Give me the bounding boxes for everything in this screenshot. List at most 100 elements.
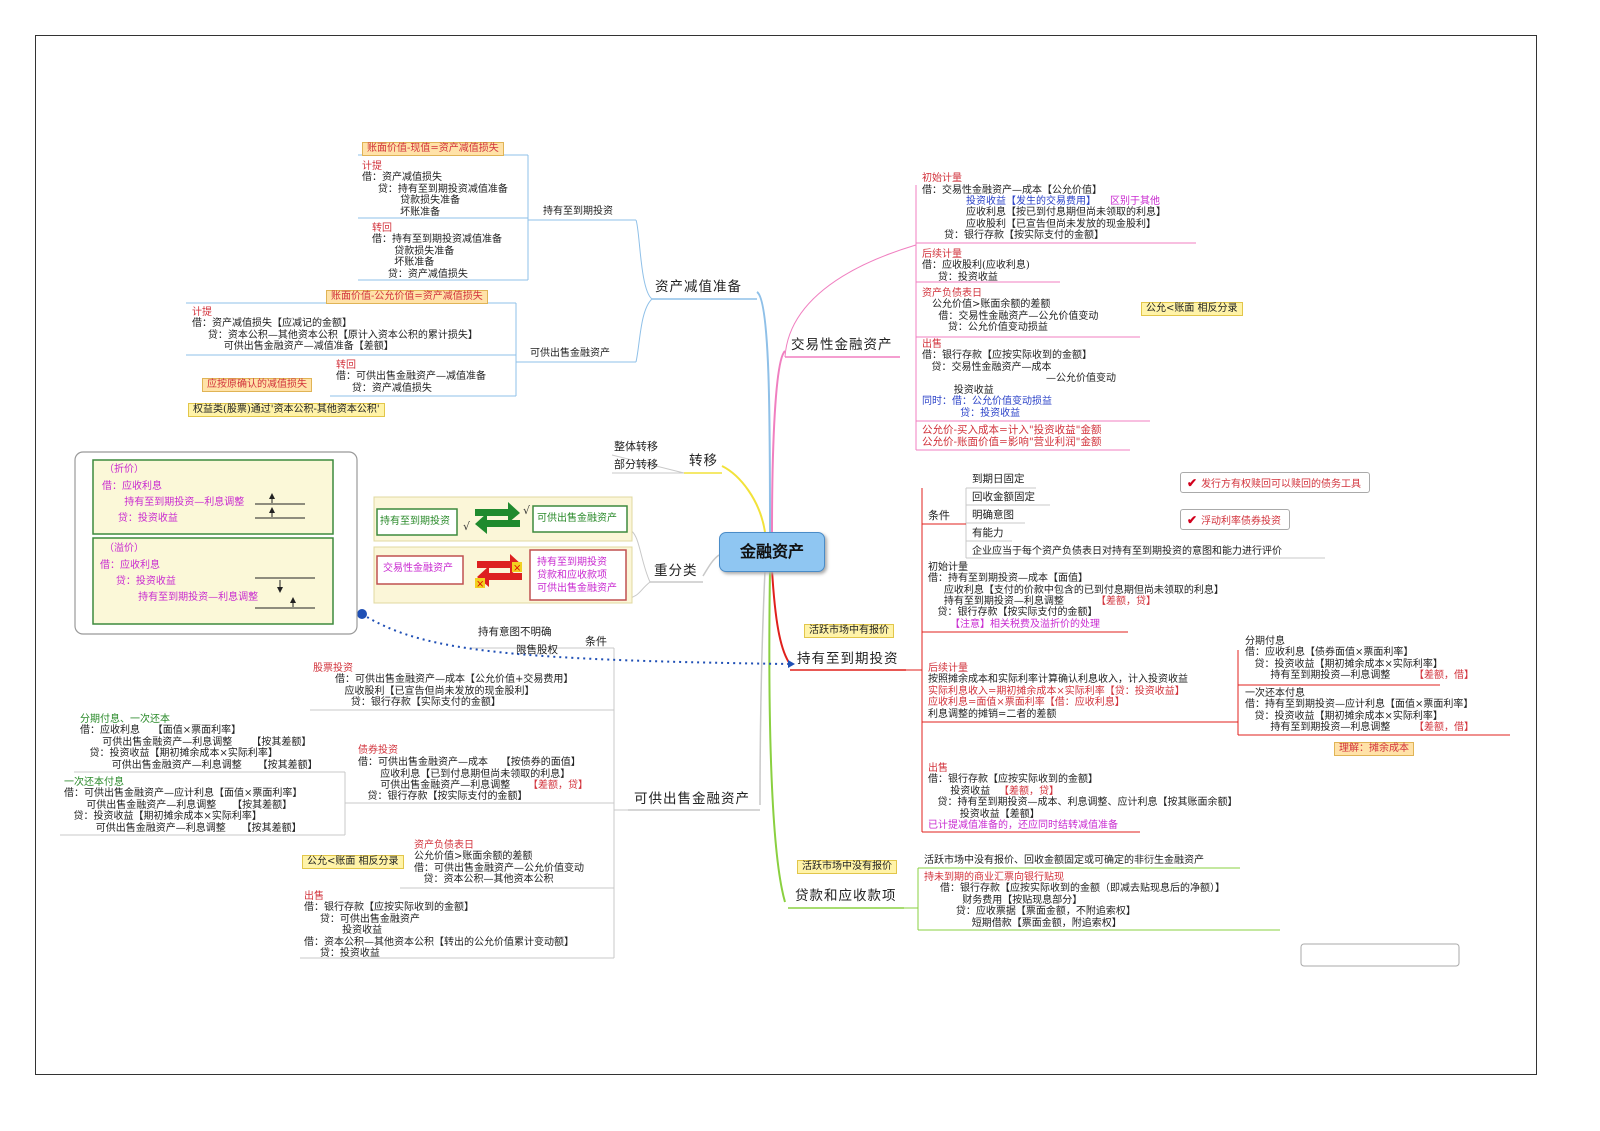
trading-initial-cr: 贷：银行存款【按实际支付的金额】 <box>944 230 1104 241</box>
transfer-partial: 部分转移 <box>614 458 658 471</box>
svg-text:√: √ <box>463 520 471 533</box>
branch-trading-assets: 交易性金融资产 <box>791 337 893 353</box>
branch-impairment: 资产减值准备 <box>655 279 742 295</box>
page-frame <box>35 35 1537 1075</box>
trading-sell-entry: 借：银行存款【应按实际收到的金额】 贷：交易性金融资产—成本 —公允价值变动 投… <box>922 350 1116 396</box>
htm-sell-diff: 【差额，贷】 <box>999 786 1059 797</box>
loans-desc: 活跃市场中没有报价、回收金额固定或可确定的非衍生金融资产 <box>924 855 1204 866</box>
htm-lump-title: 一次还本付息 <box>1245 688 1305 699</box>
htm-cond-4: 有能力 <box>972 527 1004 539</box>
afs-bond-diff: 【差额，贷】 <box>528 780 588 791</box>
afs-equity-note: 权益类(股票)通过'资本公积-其他资本公积' <box>188 403 385 417</box>
htm-lump-entry: 借：持有至到期投资—应计利息【面值×票面利率】 贷：投资收益【期初摊余成本×实际… <box>1245 699 1474 733</box>
afs-reverse-entry: 借：可供出售金融资产—减值准备 贷：资产减值损失 <box>336 371 486 394</box>
afs-bs-entry: 公允价值>账面余额的差额 借：可供出售金融资产—公允价值变动 贷：资本公积—其他… <box>414 851 584 885</box>
trading-formula-2: 公允价-账面价值=影响"营业利润"金额 <box>922 436 1102 448</box>
htm-cond-3: 明确意图 <box>972 509 1014 521</box>
loans-bill-entry: 借：银行存款【应按实际收到的金额（即减去贴现息后的净额）】 财务费用【按贴现息部… <box>940 883 1225 929</box>
htm-periodic-diff: 【差额，借】 <box>1414 670 1474 681</box>
afs-stock-title: 股票投资 <box>313 663 353 674</box>
htm-after-3: 应收利息=面值×票面利率【借：应收利息】 <box>928 697 1125 708</box>
htm-after-1: 按照摊余成本和实际利率计算确认利息收入，计入投资收益 <box>928 674 1188 685</box>
trading-bs-title: 资产负债表日 <box>922 288 982 299</box>
loans-bill-title: 持未到期的商业汇票向银行贴现 <box>924 872 1064 883</box>
branch-loans-receivables: 贷款和应收款项 <box>795 888 897 904</box>
htm-impairment-formula: 账面价值-现值=资产减值损失 <box>362 142 504 156</box>
htm-impairment-label: 持有至到期投资 <box>543 206 613 217</box>
htm-after-title: 后续计量 <box>928 663 968 674</box>
htm-cond-5: 企业应当于每个资产负债表日对持有至到期投资的意图和能力进行评价 <box>972 546 1282 557</box>
htm-after-4: 利息调整的摊销=二者的差额 <box>928 709 1057 720</box>
afs-periodic-title: 分期付息、一次还本 <box>80 714 170 725</box>
trading-after-title: 后续计量 <box>922 249 962 260</box>
branch-reclassification: 重分类 <box>654 563 698 579</box>
trading-initial-fee-note: 区别于其他 <box>1110 196 1160 207</box>
afs-accrue-title: 计提 <box>192 307 212 318</box>
htm-sell-note: 已计提减值准备的，还应同时结转减值准备 <box>928 820 1118 831</box>
trading-sell-title: 出售 <box>922 339 942 350</box>
htm-cond-note-floating: ✔浮动利率债券投资 <box>1180 509 1291 530</box>
afs-cond-2: 限售股权 <box>516 644 558 656</box>
htm-accrue-entry: 借：资产减值损失 贷：持有至到期投资减值准备 贷款损失准备 坏账准备 <box>362 172 508 218</box>
discount-title: （折价） <box>104 464 144 475</box>
htm-sell-entry-2: 贷：持有至到期投资—成本、利息调整、应计利息【按其账面余额】 投资收益【差额】 <box>937 797 1238 820</box>
reclass-trading: 交易性金融资产 <box>383 563 453 574</box>
afs-accrue-entry: 借：资产减值损失【应减记的金额】 贷：资本公积—其他资本公积【原计入资本公积的累… <box>192 318 478 352</box>
discount-entry: 借：应收利息 持有至到期投资—利息调整 贷：投资收益 <box>102 481 245 524</box>
afs-lump-title: 一次还本付息 <box>64 777 124 788</box>
htm-initial-note: 【注意】相关税费及溢折价的处理 <box>950 619 1100 630</box>
htm-sell-entry-1: 借：银行存款【应按实际收到的金额】 投资收益 <box>928 774 1098 797</box>
check-icon: ✔ <box>1187 513 1198 527</box>
premium-title: （溢价） <box>104 543 144 554</box>
htm-periodic-title: 分期付息 <box>1245 636 1285 647</box>
check-icon: ✔ <box>1187 476 1198 490</box>
reclass-afs: 可供出售金融资产 <box>537 513 617 524</box>
afs-bond-title: 债券投资 <box>358 745 398 756</box>
trading-sell-same: 同时：借：公允价值变动损益 贷：投资收益 <box>922 396 1052 419</box>
trading-after-entry: 借：应收股利(应收利息) 贷：投资收益 <box>922 260 1030 283</box>
afs-periodic-entry: 借：应收利息 【面值×票面利率】 可供出售金融资产—利息调整 【按其差额】 贷：… <box>80 725 318 771</box>
afs-bs-title: 资产负债表日 <box>414 840 474 851</box>
svg-text:×: × <box>513 563 521 574</box>
reclass-others: 持有至到期投资 贷款和应收款项 可供出售金融资产 <box>537 557 617 594</box>
reclass-htm: 持有至到期投资 <box>380 516 450 527</box>
afs-sell-title: 出售 <box>304 891 324 902</box>
trading-bs-note: 公允<账面 相反分录 <box>1141 302 1243 316</box>
htm-market-tag: 活跃市场中有报价 <box>804 624 894 638</box>
htm-accrue-title: 计提 <box>362 161 382 172</box>
htm-cond-note-callable-text: 发行方有权赎回可以赎回的债务工具 <box>1201 479 1362 490</box>
afs-impairment-formula: 账面价值-公允价值=资产减值损失 <box>326 290 488 304</box>
afs-bond-entry: 借：可供出售金融资产—成本 【按债券的面值】 应收利息【已到付息期但尚未领取的利… <box>358 757 581 791</box>
trading-bs-entry: 公允价值>账面余额的差额 借：交易性金融资产—公允价值变动 贷：公允价值变动损益 <box>932 299 1099 333</box>
htm-cond-note-callable: ✔发行方有权赎回可以赎回的债务工具 <box>1180 472 1371 493</box>
branch-transfer: 转移 <box>689 453 718 469</box>
afs-bs-note: 公允<账面 相反分录 <box>302 855 404 869</box>
afs-reverse-title: 转回 <box>336 360 356 371</box>
htm-sell-title: 出售 <box>928 763 948 774</box>
afs-lump-entry: 借：可供出售金融资产—应计利息【面值×票面利率】 可供出售金融资产—利息调整 【… <box>64 788 303 834</box>
htm-understand-note: 理解：摊余成本 <box>1334 742 1414 756</box>
loans-market-tag: 活跃市场中没有报价 <box>797 860 897 874</box>
trading-initial-receivable: 应收利息【按已到付息期但尚未领取的利息】 应收股利【已宣告但尚未发放的现金股利】 <box>966 207 1166 230</box>
htm-cond-1: 到期日固定 <box>972 473 1025 485</box>
trading-initial-fee: 投资收益【发生的交易费用】 <box>966 196 1096 207</box>
htm-initial-entry: 借：持有至到期投资—成本【面值】 应收利息【支付的价款中包含的已到付息期但尚未领… <box>928 573 1224 607</box>
htm-initial-diff: 【差额，贷】 <box>1096 596 1156 607</box>
htm-initial-title: 初始计量 <box>928 562 968 573</box>
htm-initial-cr: 贷：银行存款【按实际支付的金额】 <box>928 607 1098 618</box>
branch-available-for-sale: 可供出售金融资产 <box>634 791 750 807</box>
htm-cond-note-floating-text: 浮动利率债券投资 <box>1201 516 1282 527</box>
afs-cond-1: 持有意图不明确 <box>478 626 552 638</box>
afs-reverse-note: 应按原确认的减值损失 <box>202 378 312 392</box>
htm-cond-2: 回收金额固定 <box>972 491 1035 503</box>
afs-bond-cr: 贷：银行存款【按实际支付的金额】 <box>358 791 528 802</box>
htm-lump-diff: 【差额，借】 <box>1414 722 1474 733</box>
htm-reverse-title: 转回 <box>372 223 392 234</box>
branch-held-to-maturity: 持有至到期投资 <box>797 651 899 667</box>
svg-text:×: × <box>476 579 484 590</box>
trading-initial-title: 初始计量 <box>922 173 962 184</box>
afs-impairment-label: 可供出售金融资产 <box>530 348 610 359</box>
htm-reverse-entry: 借：持有至到期投资减值准备 贷款损失准备 坏账准备 贷：资产减值损失 <box>372 234 502 280</box>
afs-condition-label: 条件 <box>585 635 607 648</box>
